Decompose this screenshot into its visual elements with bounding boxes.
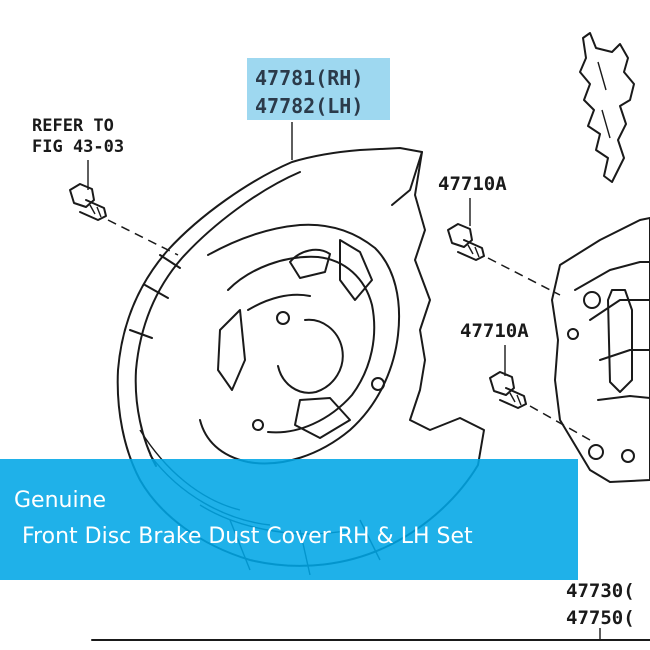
alignment-line-left <box>107 219 179 256</box>
callout-bolt-upper: 47710A <box>438 173 507 195</box>
banner-line-1: Genuine <box>14 488 107 513</box>
part-number-rh: 47781(RH) <box>255 66 363 90</box>
product-title-banner: Genuine Front Disc Brake Dust Cover RH &… <box>0 459 578 580</box>
callout-bolt-lower: 47710A <box>460 320 529 342</box>
refer-note-line2: FIG 43-03 <box>32 137 124 157</box>
part-number-lh: 47782(LH) <box>255 94 363 118</box>
pad-clip-icon <box>579 32 635 183</box>
banner-line-2: Front Disc Brake Dust Cover RH & LH Set <box>22 524 473 549</box>
caliper-icon <box>551 217 650 483</box>
bolt-icon-lower-right <box>489 371 527 409</box>
bolt-icon-upper-right <box>447 223 485 261</box>
bottom-label-1: 47730( <box>566 580 635 602</box>
label-highlight <box>247 58 390 120</box>
bottom-label-2: 47750( <box>566 607 635 629</box>
alignment-line-lower <box>529 405 591 441</box>
bolt-icon-upper-left <box>69 183 107 221</box>
alignment-line-upper <box>487 257 561 296</box>
refer-note-line1: REFER TO <box>32 116 114 136</box>
